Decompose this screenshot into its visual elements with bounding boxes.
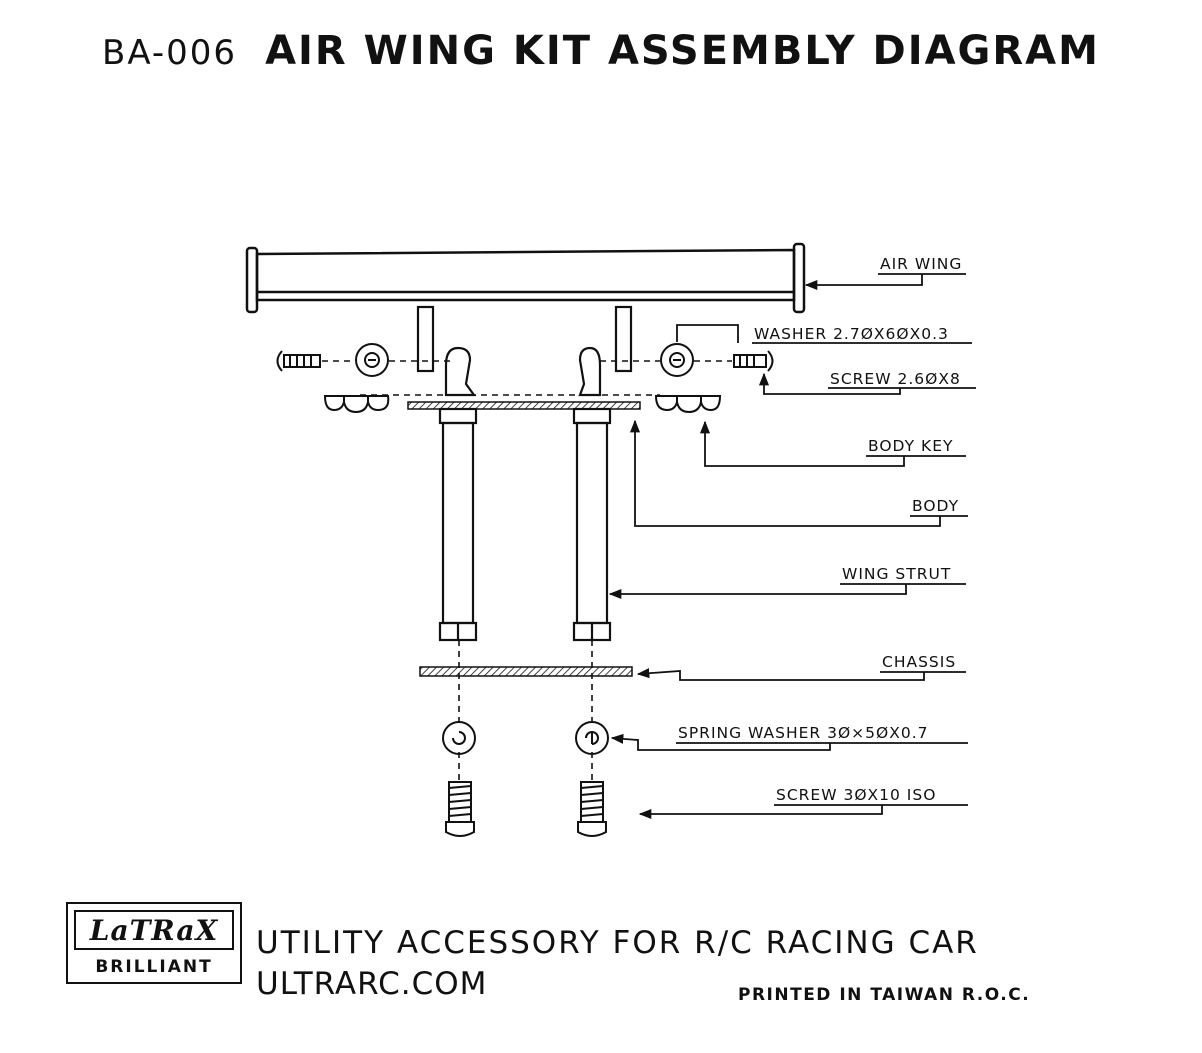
chassis-plate [419,666,633,677]
printed-note: PRINTED IN TAIWAN R.O.C. [738,985,1031,1005]
screw-large-right [577,781,607,837]
alignment-lines [322,360,732,780]
spring-washer-left [442,721,476,755]
tagline: UTILITY ACCESSORY FOR R/C RACING CAR [256,925,979,961]
label-body: BODY [912,497,959,515]
washer-right [660,343,694,377]
title-text: AIR WING KIT ASSEMBLY DIAGRAM [265,28,1100,74]
washer-left [355,343,389,377]
screw-small-right [733,350,774,372]
website: ULTRARC.COM [256,966,488,1002]
leader-lines [608,273,976,820]
label-washer: WASHER 2.7ØX6ØX0.3 [754,325,949,343]
screw-small-left [276,350,321,372]
brand-logo: LaTRaX BRILLIANT [66,902,242,984]
logo-brand: LaTRaX [74,910,234,950]
label-wing-strut: WING STRUT [842,565,951,583]
wing-mount-tabs [416,305,633,373]
wing-strut-right [572,346,612,642]
label-screw-large: SCREW 3ØX10 ISO [776,786,936,804]
label-air-wing: AIR WING [880,255,962,273]
screw-large-left [445,781,475,837]
body-key-right [654,395,722,414]
spring-washer-right [575,721,609,755]
label-spring-washer: SPRING WASHER 3Ø×5ØX0.7 [678,724,929,742]
wing-strut-left [438,346,478,642]
page-title: BA-006 AIR WING KIT ASSEMBLY DIAGRAM [0,28,1202,74]
label-screw-small: SCREW 2.6ØX8 [830,370,961,388]
body-key-left [323,395,390,414]
part-code: BA-006 [102,33,238,73]
label-chassis: CHASSIS [882,653,956,671]
body-plate [407,401,641,410]
air-wing [245,242,806,314]
label-body-key: BODY KEY [868,437,953,455]
logo-sub: BRILLIANT [95,957,213,977]
